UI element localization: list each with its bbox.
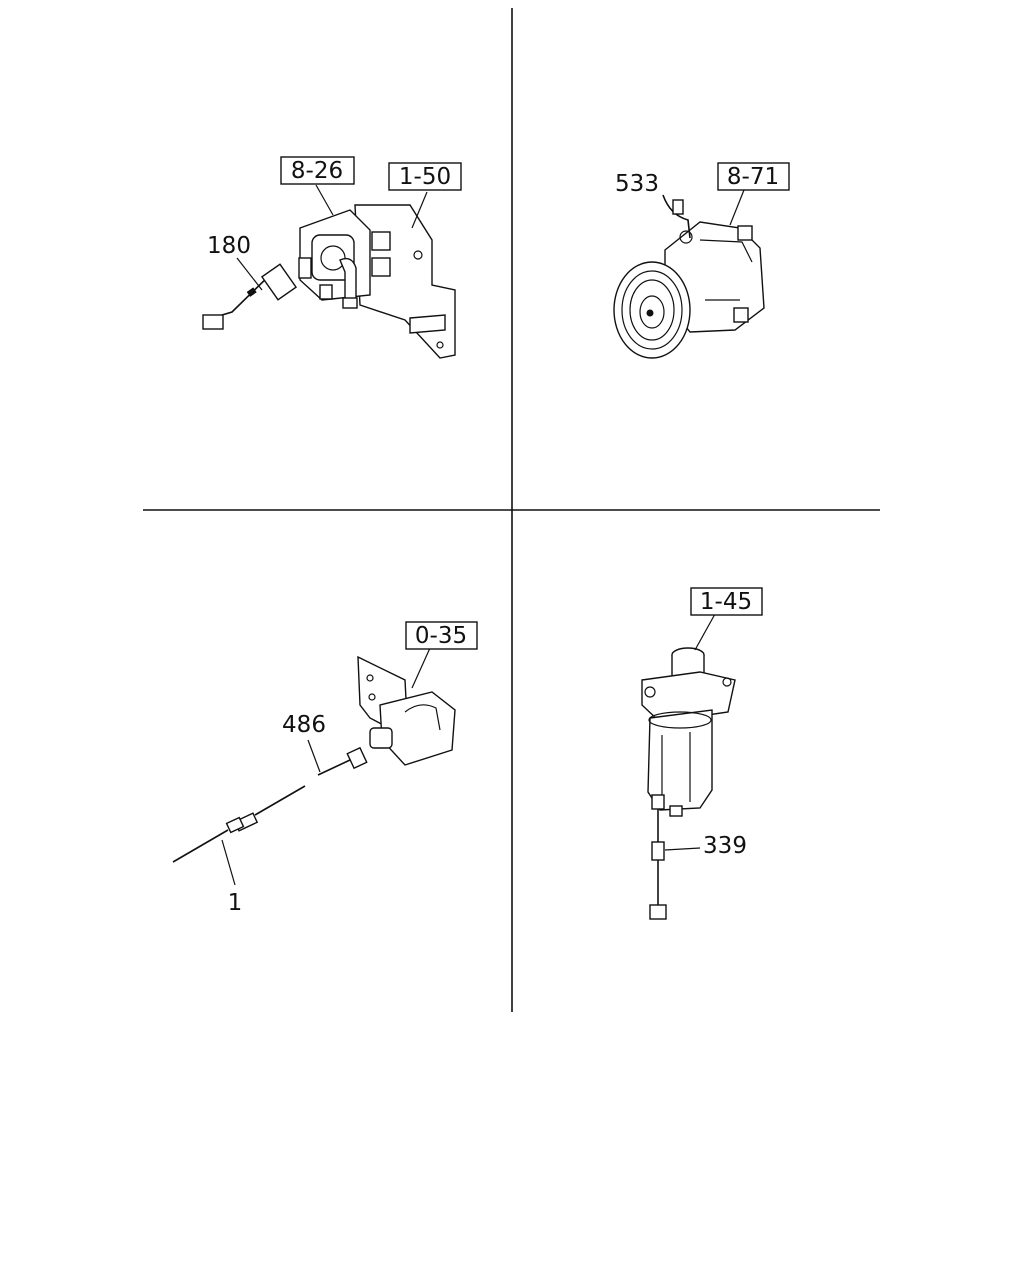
q2-pulley: [613, 261, 691, 359]
q4-bowl-rim: [648, 711, 712, 729]
q2-assembly: 533 8-71: [613, 162, 790, 359]
q2-mount-boss: [733, 307, 749, 323]
q1-bracket-slot: [371, 257, 391, 277]
q2-ref-box: [717, 162, 790, 191]
q4-drain: [651, 794, 665, 810]
q2-ref-label: 8-71: [727, 164, 779, 190]
q3-cable-joint: [225, 816, 245, 834]
q3-leader-1: [221, 839, 236, 886]
q4-sensor: [669, 805, 683, 817]
q4-head-port: [644, 686, 656, 698]
q1-assembly: 8-26 1-50 180: [202, 156, 462, 359]
q3-part-label-b: 1: [228, 890, 243, 916]
q4-leader-145: [694, 613, 716, 651]
q3-cable-end: [172, 829, 229, 863]
q1-ref-label-a: 8-26: [291, 158, 343, 184]
q3-actuator-gear: [404, 704, 441, 731]
q1-ref-box-b: [388, 162, 462, 191]
q3-leader-486: [307, 739, 321, 773]
q1-bracket-hole: [436, 341, 444, 349]
q3-actuator-socket: [369, 727, 393, 749]
q1-bracket-slot: [371, 231, 391, 251]
q1-leader-826: [315, 184, 334, 216]
q2-pulley-groove: [621, 270, 683, 350]
q3-cable: [317, 759, 351, 776]
q4-leader-339: [664, 847, 701, 851]
q4-harness-connector: [651, 841, 665, 861]
q4-head-port: [722, 677, 732, 687]
q1-ref-box-a: [280, 156, 355, 185]
q3-leader-035: [411, 647, 431, 689]
q2-harness-terminal: [679, 230, 693, 244]
q1-bracket-hole: [413, 250, 423, 260]
q1-part-label: 180: [207, 233, 251, 259]
q1-connector-socket: [298, 257, 312, 279]
q4-ref-box: [690, 587, 763, 616]
q3-ref-box: [405, 621, 478, 650]
q4-bowl: [647, 709, 713, 811]
q1-harness-plug: [202, 314, 224, 330]
q1-pipe-fitting: [319, 284, 333, 300]
q3-cable: [254, 785, 306, 816]
q2-part-label: 533: [615, 171, 659, 197]
q2-body-edge: [699, 239, 753, 263]
q1-ref-label-b: 1-50: [399, 164, 451, 190]
q4-harness-plug: [649, 904, 667, 920]
q4-part-label: 339: [703, 833, 747, 859]
q1-harness-connector: [260, 263, 298, 301]
q1-pipe-fitting: [342, 297, 358, 309]
q1-harness-clip: [246, 287, 257, 297]
q1-leader-180: [236, 257, 263, 291]
q3-bracket-hole: [368, 693, 376, 701]
q1-bracket-tab: [409, 314, 446, 334]
q4-assembly: 1-45 339: [641, 587, 763, 920]
q2-pulley-groove: [629, 279, 675, 341]
q3-ref-label: 0-35: [415, 623, 467, 649]
q1-leader-150: [411, 191, 428, 229]
q3-part-label-a: 486: [282, 712, 326, 738]
q4-ref-label: 1-45: [700, 589, 752, 615]
q2-mount-boss: [737, 225, 753, 241]
q2-harness-connector: [672, 199, 684, 215]
q3-assembly: 0-35 486 1: [172, 621, 478, 916]
q3-bracket-hole: [366, 674, 374, 682]
q3-cable-connector: [346, 746, 368, 770]
q3-actuator-body: [379, 691, 456, 766]
q2-clutch-bolt: [646, 309, 654, 317]
q2-leader-871: [729, 189, 745, 226]
q2-clutch-hub: [639, 295, 665, 329]
